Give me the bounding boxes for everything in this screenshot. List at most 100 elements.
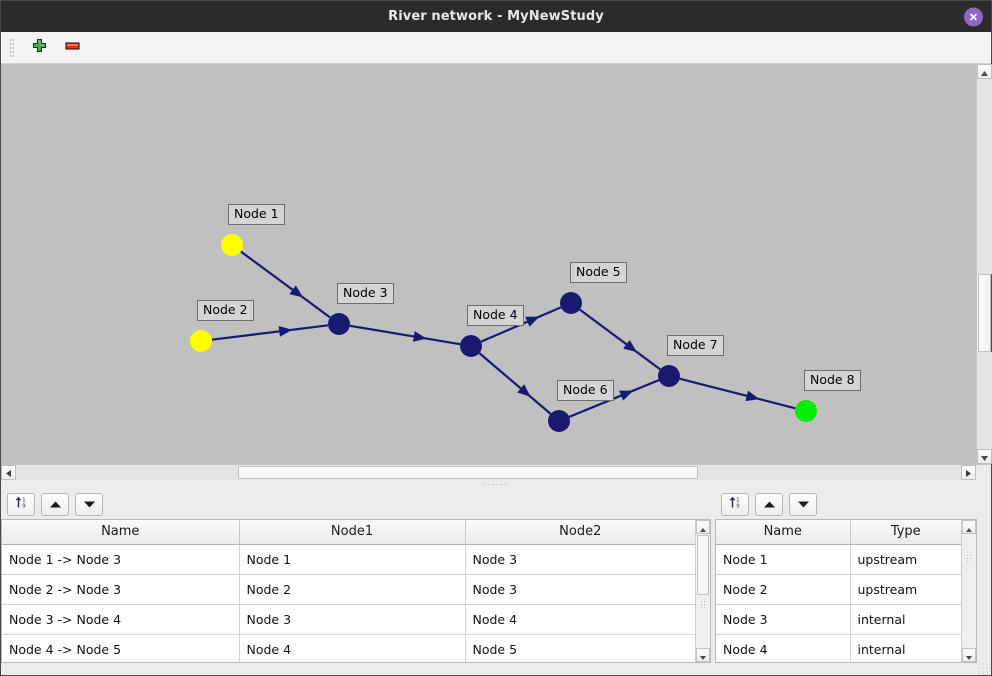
graph-node-node-1[interactable] xyxy=(221,234,243,256)
scroll-track-upper[interactable] xyxy=(977,79,992,274)
cell-name[interactable]: Node 1 xyxy=(716,544,851,575)
cell-node2[interactable]: Node 3 xyxy=(465,544,695,575)
edge-Node2-to-Node3[interactable] xyxy=(211,324,329,341)
edge-Node4-to-Node6[interactable] xyxy=(478,352,552,415)
graph-node-node-6[interactable] xyxy=(548,410,570,432)
cell-node2[interactable]: Node 4 xyxy=(465,604,695,635)
node-label-node-3[interactable]: Node 3 xyxy=(337,283,394,304)
column-header-name[interactable]: Name xyxy=(716,520,851,545)
cell-node1[interactable]: Node 2 xyxy=(239,574,466,605)
edge-arrow-icon xyxy=(278,325,293,337)
edge-Node5-to-Node7[interactable] xyxy=(579,308,661,371)
cell-name[interactable]: Node 3 -> Node 4 xyxy=(2,604,240,635)
edge-Node3-to-Node4[interactable] xyxy=(349,324,461,346)
column-header-node1[interactable]: Node1 xyxy=(239,520,466,545)
window-resize-grip-icon[interactable] xyxy=(977,662,988,673)
canvas-vertical-scrollbar[interactable] xyxy=(976,64,992,464)
node-scroll-down-button[interactable] xyxy=(962,648,976,662)
node-label-node-8[interactable]: Node 8 xyxy=(804,370,861,391)
branch-move-up-button[interactable] xyxy=(41,492,69,516)
branch-move-down-button[interactable] xyxy=(75,492,103,516)
cell-name[interactable]: Node 4 xyxy=(716,634,851,662)
graph-node-node-4[interactable] xyxy=(460,335,482,357)
cell-name[interactable]: Node 4 -> Node 5 xyxy=(2,634,240,662)
add-node-button[interactable] xyxy=(29,38,49,58)
graph-node-node-8[interactable] xyxy=(795,400,817,422)
graph-node-node-2[interactable] xyxy=(190,330,212,352)
node-sort-button[interactable]: 1 9 xyxy=(721,492,749,516)
scroll-up-button[interactable] xyxy=(977,64,992,79)
node-vertical-scrollbar[interactable] xyxy=(961,520,976,662)
canvas-vscroll-thumb[interactable] xyxy=(978,274,991,352)
splitter-grip-icon xyxy=(483,483,509,486)
edge-Node1-to-Node3[interactable] xyxy=(240,250,331,319)
cell-type[interactable]: upstream xyxy=(850,544,961,575)
cell-node1[interactable]: Node 4 xyxy=(239,634,466,662)
graph-node-node-3[interactable] xyxy=(328,313,350,335)
node-label-node-1[interactable]: Node 1 xyxy=(228,204,285,225)
cell-node1[interactable]: Node 3 xyxy=(239,604,466,635)
edge-Node6-to-Node7[interactable] xyxy=(568,379,660,418)
column-header-node2[interactable]: Node2 xyxy=(465,520,695,545)
branch-scroll-down-button[interactable] xyxy=(696,648,710,662)
cell-node2[interactable]: Node 3 xyxy=(465,574,695,605)
canvas-hscroll-track[interactable] xyxy=(16,465,961,480)
network-canvas[interactable]: Node 1 Node 2 Node 3 Node 4 Node 5 Node 6 Node… xyxy=(1,64,976,464)
branch-sort-button[interactable]: 1 9 xyxy=(7,492,35,516)
canvas-horizontal-scrollbar[interactable] xyxy=(1,464,991,480)
node-label-node-5[interactable]: Node 5 xyxy=(570,262,627,283)
cell-name[interactable]: Node 3 xyxy=(716,604,851,635)
cell-type[interactable]: upstream xyxy=(850,574,961,605)
minus-icon xyxy=(64,40,81,55)
cell-name[interactable]: Node 2 -> Node 3 xyxy=(2,574,240,605)
node-label-node-7[interactable]: Node 7 xyxy=(667,335,724,356)
cell-type[interactable]: internal xyxy=(850,634,961,662)
branch-scroll-up-button[interactable] xyxy=(696,520,710,534)
node-move-down-button[interactable] xyxy=(789,492,817,516)
close-icon xyxy=(968,11,979,22)
edge-arrow-icon xyxy=(619,390,634,401)
branch-table-panel: 1 9 xyxy=(1,489,711,675)
delete-node-button[interactable] xyxy=(62,38,82,58)
column-header-name[interactable]: Name xyxy=(2,520,240,545)
close-window-button[interactable] xyxy=(964,7,983,26)
node-label-node-6[interactable]: Node 6 xyxy=(557,380,614,401)
toolbar-drag-handle[interactable] xyxy=(9,37,14,58)
scroll-down-button[interactable] xyxy=(977,449,992,464)
node-scroll-up-button[interactable] xyxy=(962,520,976,534)
column-header-type[interactable]: Type xyxy=(850,520,961,545)
graph-node-node-5[interactable] xyxy=(560,292,582,314)
edge-Node7-to-Node8[interactable] xyxy=(679,377,796,410)
scroll-left-button[interactable] xyxy=(1,465,16,480)
cell-type[interactable]: internal xyxy=(850,604,961,635)
node-label-node-4[interactable]: Node 4 xyxy=(467,305,524,326)
graph-node-node-7[interactable] xyxy=(658,365,680,387)
svg-text:1: 1 xyxy=(736,498,739,504)
caret-up-icon xyxy=(965,520,973,537)
cell-node2[interactable]: Node 5 xyxy=(465,634,695,662)
cell-node1[interactable]: Node 1 xyxy=(239,544,466,575)
edge-arrow-icon xyxy=(525,316,540,327)
scroll-track-lower[interactable] xyxy=(977,352,992,449)
branch-vscroll-thumb[interactable] xyxy=(697,535,709,595)
node-label-node-2[interactable]: Node 2 xyxy=(197,300,254,321)
panel-splitter[interactable] xyxy=(1,480,991,489)
cell-name[interactable]: Node 1 -> Node 3 xyxy=(2,544,240,575)
branch-vertical-scrollbar[interactable] xyxy=(695,520,710,662)
cell-name[interactable]: Node 2 xyxy=(716,574,851,605)
scroll-right-button[interactable] xyxy=(961,465,976,480)
node-move-up-button[interactable] xyxy=(755,492,783,516)
caret-down-icon xyxy=(699,646,707,663)
canvas-hscroll-thumb[interactable] xyxy=(238,466,698,479)
